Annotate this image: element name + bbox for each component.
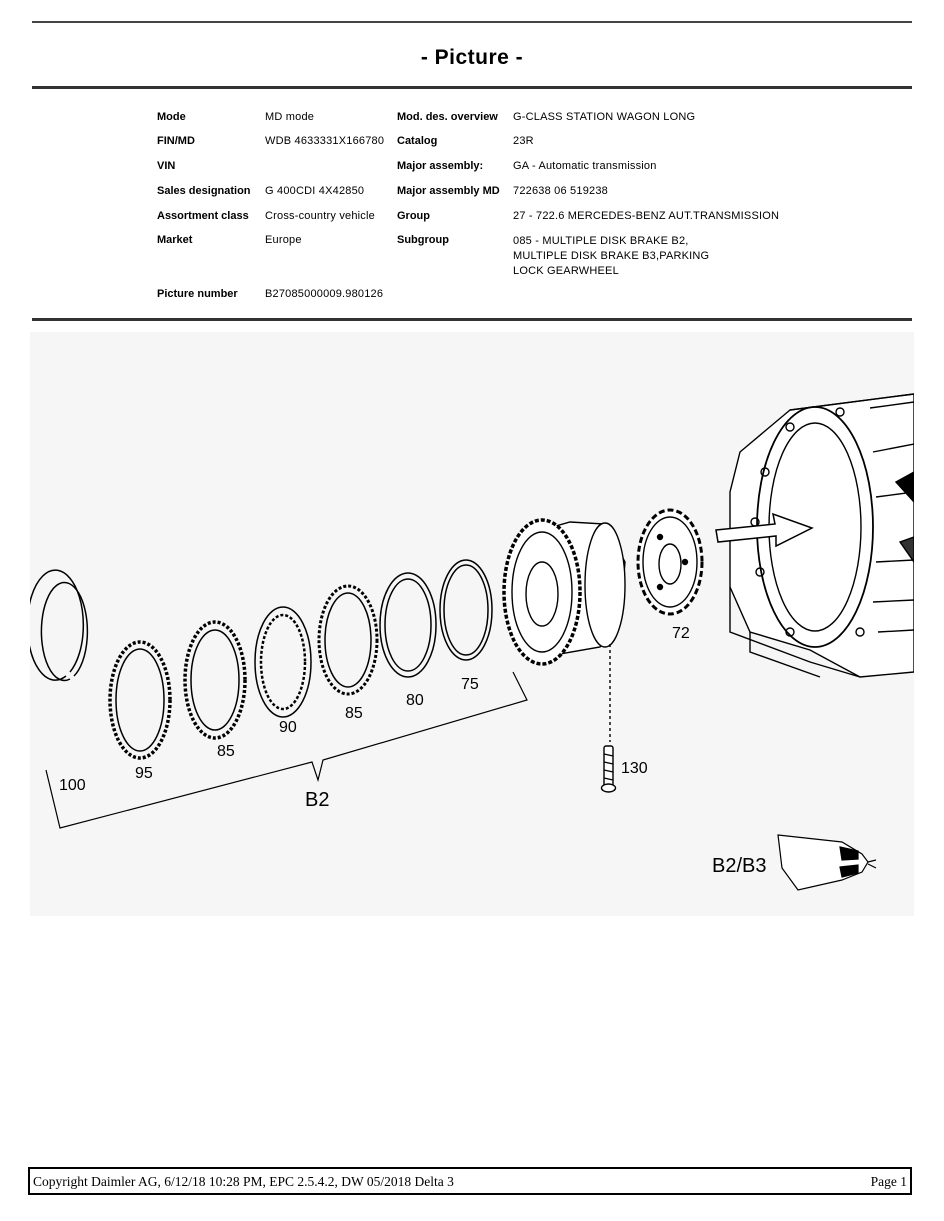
model-designation-label: Mod. des. overview — [397, 111, 498, 123]
callout-100: 100 — [59, 777, 86, 794]
vin-label: VIN — [157, 160, 176, 172]
part-75-disk — [439, 559, 493, 661]
part-95-disk — [108, 640, 172, 760]
callout-95: 95 — [135, 765, 153, 782]
part-85-disk-upper — [317, 584, 379, 696]
subgroup-value: 085 - MULTIPLE DISK BRAKE B2, MULTIPLE D… — [513, 235, 710, 277]
assortment-class-label: Assortment class — [157, 210, 249, 222]
callout-90: 90 — [279, 719, 297, 736]
market-label: Market — [157, 234, 193, 246]
assortment-class-value: Cross-country vehicle — [265, 210, 375, 222]
part-130-screw — [600, 745, 617, 793]
brake-carrier-drum — [502, 518, 626, 742]
picture-number-value: B27085000009.980126 — [265, 288, 384, 300]
mode-label: Mode — [157, 111, 186, 123]
callout-85-lower: 85 — [217, 743, 235, 760]
sales-designation-value: G 400CDI 4X42850 — [265, 185, 365, 197]
page-title: - Picture - — [420, 46, 524, 69]
callout-85-upper: 85 — [345, 705, 363, 722]
major-assembly-value: GA - Automatic transmission — [513, 160, 657, 172]
catalog-value: 23R — [513, 135, 534, 147]
info-rule — [32, 318, 912, 321]
major-assembly-md-value: 722638 06 519238 — [513, 185, 608, 197]
exploded-parts-diagram: 100 95 85 90 85 80 75 72 130 B2 B2/B3 — [30, 332, 914, 916]
fin-value: WDB 4633331X166780 — [265, 135, 385, 147]
callout-72: 72 — [672, 625, 690, 642]
callout-80: 80 — [406, 692, 424, 709]
inset-locator-thumbnail — [777, 834, 877, 891]
sales-designation-label: Sales designation — [157, 185, 251, 197]
part-85-disk-lower — [183, 620, 247, 740]
header-rule — [32, 86, 912, 89]
callout-75: 75 — [461, 676, 479, 693]
footer: Copyright Daimler AG, 6/12/18 10:28 PM, … — [28, 1167, 912, 1195]
b2-group-bracket — [45, 671, 528, 829]
mode-value: MD mode — [265, 111, 315, 123]
group-value: 27 - 722.6 MERCEDES-BENZ AUT.TRANSMISSIO… — [513, 210, 780, 222]
part-90-disk — [254, 606, 312, 718]
part-100-snap-ring — [30, 569, 89, 682]
group-label-b2: B2 — [305, 789, 329, 811]
part-72-parking-lock-gearwheel — [636, 508, 704, 616]
part-80-disk — [379, 572, 437, 678]
group-label: Group — [397, 210, 430, 222]
model-designation-value: G-CLASS STATION WAGON LONG — [513, 111, 696, 123]
fin-label: FIN/MD — [157, 135, 195, 147]
market-value: Europe — [265, 234, 302, 246]
major-assembly-label: Major assembly: — [397, 160, 484, 172]
callout-130: 130 — [621, 760, 648, 777]
subgroup-label: Subgroup — [397, 234, 449, 246]
copyright-text: Copyright Daimler AG, 6/12/18 10:28 PM, … — [33, 1174, 454, 1189]
diagram-canvas: 100 95 85 90 85 80 75 72 130 B2 B2/B3 — [30, 332, 914, 916]
picture-number-label: Picture number — [157, 288, 238, 300]
catalog-label: Catalog — [397, 135, 438, 147]
top-rule — [32, 21, 912, 23]
major-assembly-md-label: Major assembly MD — [397, 185, 500, 197]
inset-label-b2-b3: B2/B3 — [712, 855, 766, 877]
page-number: Page 1 — [870, 1174, 907, 1189]
assembly-direction-arrow — [715, 512, 814, 548]
